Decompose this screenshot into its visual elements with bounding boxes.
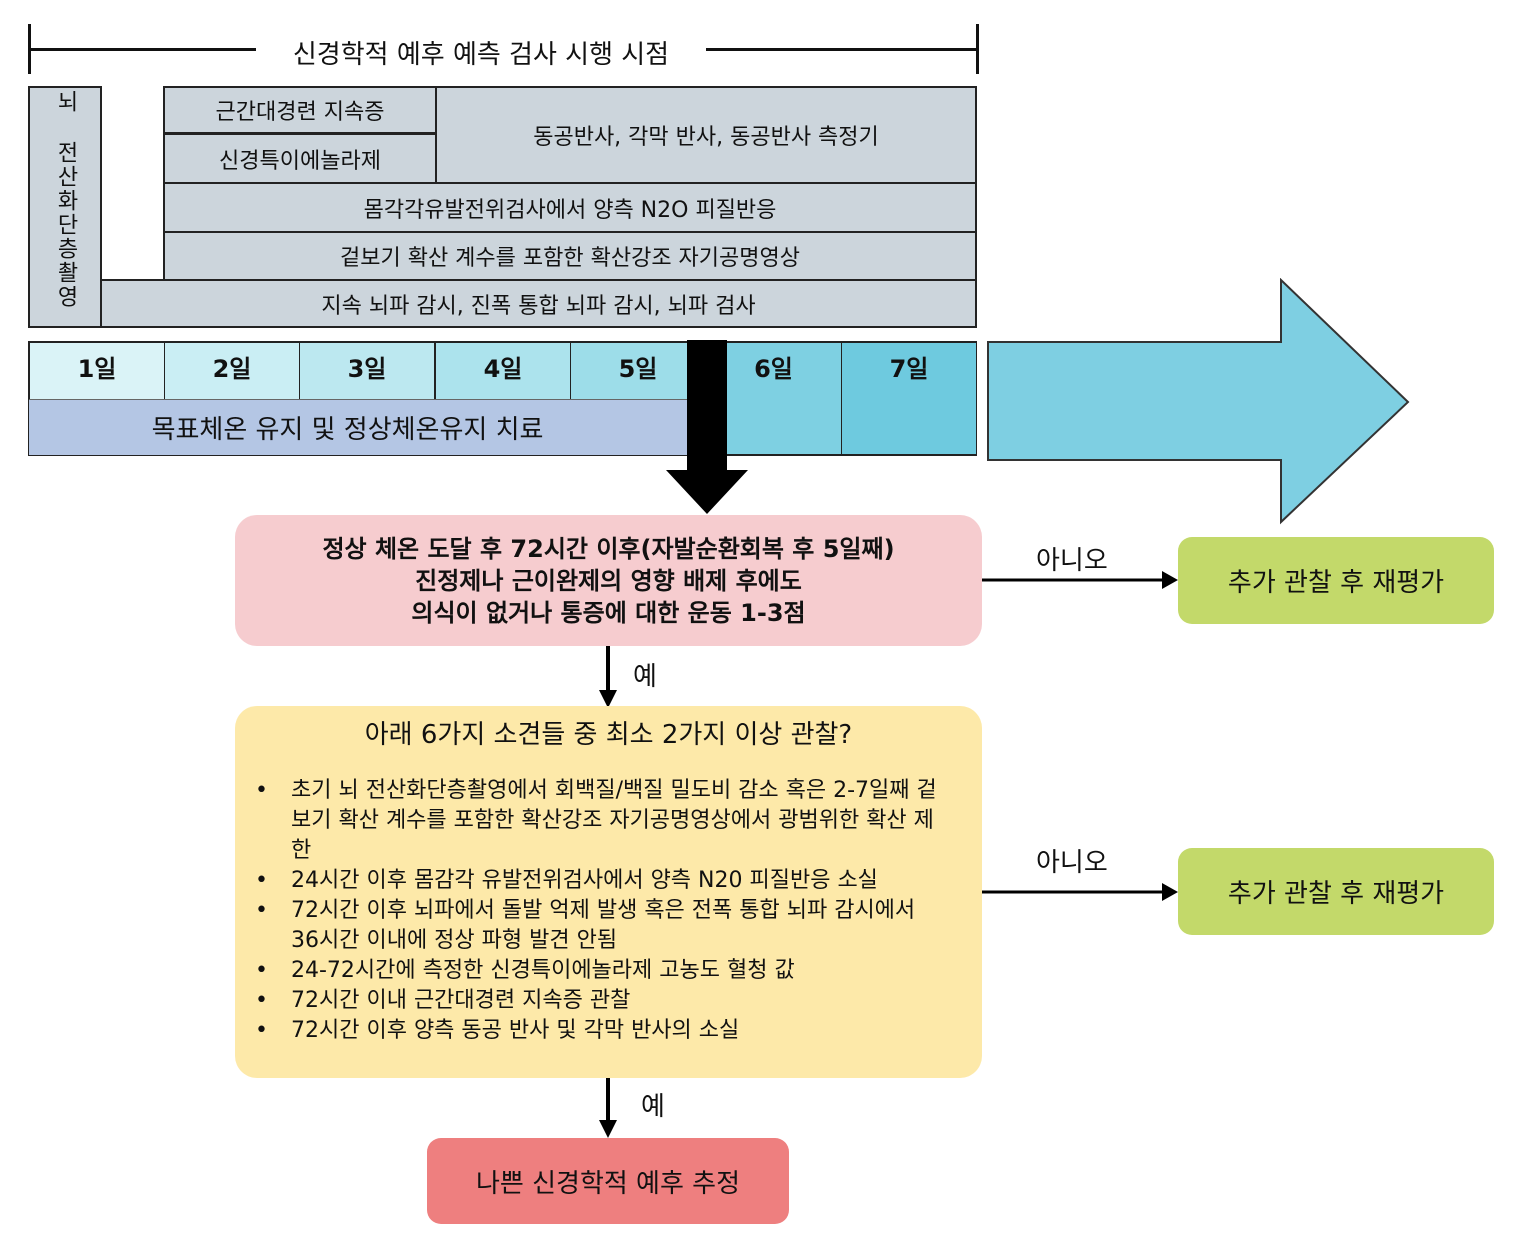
temperature-bar-label: 목표체온 유지 및 정상체온유지 치료 [151, 415, 544, 445]
yes-label-1: 예 [633, 662, 657, 692]
question-1-box: 정상 체온 도달 후 72시간 이후(자발순환회복 후 5일째) 진정제나 근이… [235, 515, 982, 646]
no-arrow-1 [982, 571, 1178, 589]
day-timeline: 1일 2일 3일 4일 5일 6일 7일 목표체온 유지 및 정상체온유지 치료 [28, 341, 977, 456]
test-dwi-mri: 겉보기 확산 계수를 포함한 확산강조 자기공명영상 [163, 231, 977, 281]
yes-arrow-2 [599, 1078, 617, 1138]
timeline-arrow [987, 278, 1410, 525]
test-pupil-reflex: 동공반사, 각막 반사, 동공반사 측정기 [435, 86, 977, 184]
yes-label-2: 예 [641, 1092, 665, 1122]
reassess-box-1: 추가 관찰 후 재평가 [1178, 537, 1494, 624]
timeline-arrow-shape [987, 278, 1410, 525]
question-2-title: 아래 6가지 소견들 중 최소 2가지 이상 관찰? [364, 720, 853, 750]
bracket-line-right [706, 48, 978, 51]
criteria-item: 72시간 이내 근간대경련 지속증 관찰 [235, 986, 947, 1016]
question-1-line-3: 의식이 없거나 통증에 대한 운동 1-3점 [411, 598, 806, 627]
question-2-box: 아래 6가지 소견들 중 최소 2가지 이상 관찰? 초기 뇌 전산화단층촬영에… [235, 706, 982, 1078]
criteria-item: 24시간 이후 몸감각 유발전위검사에서 양측 N20 피질반응 소실 [235, 866, 947, 896]
no-arrow-2 [982, 883, 1178, 901]
no-label-1: 아니오 [1036, 546, 1108, 576]
criteria-item: 24-72시간에 측정한 신경특이에놀라제 고농도 혈청 값 [235, 956, 947, 986]
test-nse: 신경특이에놀라제 [163, 133, 437, 184]
criteria-item: 72시간 이후 뇌파에서 돌발 억제 발생 혹은 전폭 통합 뇌파 감시에서 3… [235, 896, 947, 956]
reassess-label-2: 추가 관찰 후 재평가 [1227, 879, 1445, 909]
bracket-right-tick [976, 24, 979, 74]
criteria-item: 72시간 이후 양측 동공 반사 및 각막 반사의 소실 [235, 1016, 947, 1046]
test-eeg: 지속 뇌파 감시, 진폭 통합 뇌파 감시, 뇌파 검사 [100, 279, 977, 328]
reassess-box-2: 추가 관찰 후 재평가 [1178, 848, 1494, 935]
down-arrow-big [666, 340, 748, 514]
result-label: 나쁜 신경학적 예후 추정 [476, 1168, 740, 1199]
result-box: 나쁜 신경학적 예후 추정 [427, 1138, 789, 1224]
test-myoclonus: 근간대경련 지속증 [163, 86, 437, 134]
day-6: 6일 [705, 342, 842, 455]
ct-label: 뇌 전산화단층촬영 [53, 90, 78, 309]
question-1-line-1: 정상 체온 도달 후 72시간 이후(자발순환회복 후 5일째) [322, 534, 895, 563]
test-ssep: 몸각각유발전위검사에서 양측 N2O 피질반응 [163, 182, 977, 233]
page-title: 신경학적 예후 예측 검사 시행 시점 [292, 40, 670, 70]
day-7: 7일 [841, 342, 977, 455]
down-arrow-big-shape [666, 340, 748, 514]
reassess-label-1: 추가 관찰 후 재평가 [1227, 568, 1445, 598]
header-bracket: 신경학적 예후 예측 검사 시행 시점 [0, 0, 1514, 80]
question-1-line-2: 진정제나 근이완제의 영향 배제 후에도 [415, 566, 802, 595]
ct-label-cell: 뇌 전산화단층촬영 [28, 86, 102, 328]
yes-arrow-1 [599, 646, 617, 708]
criteria-item: 초기 뇌 전산화단층촬영에서 회백질/백질 밀도비 감소 혹은 2-7일째 겉보… [235, 776, 947, 866]
bracket-line-left [28, 48, 256, 51]
no-label-2: 아니오 [1036, 848, 1108, 878]
temperature-bar: 목표체온 유지 및 정상체온유지 치료 [29, 399, 706, 455]
criteria-list: 초기 뇌 전산화단층촬영에서 회백질/백질 밀도비 감소 혹은 2-7일째 겉보… [235, 776, 947, 1046]
